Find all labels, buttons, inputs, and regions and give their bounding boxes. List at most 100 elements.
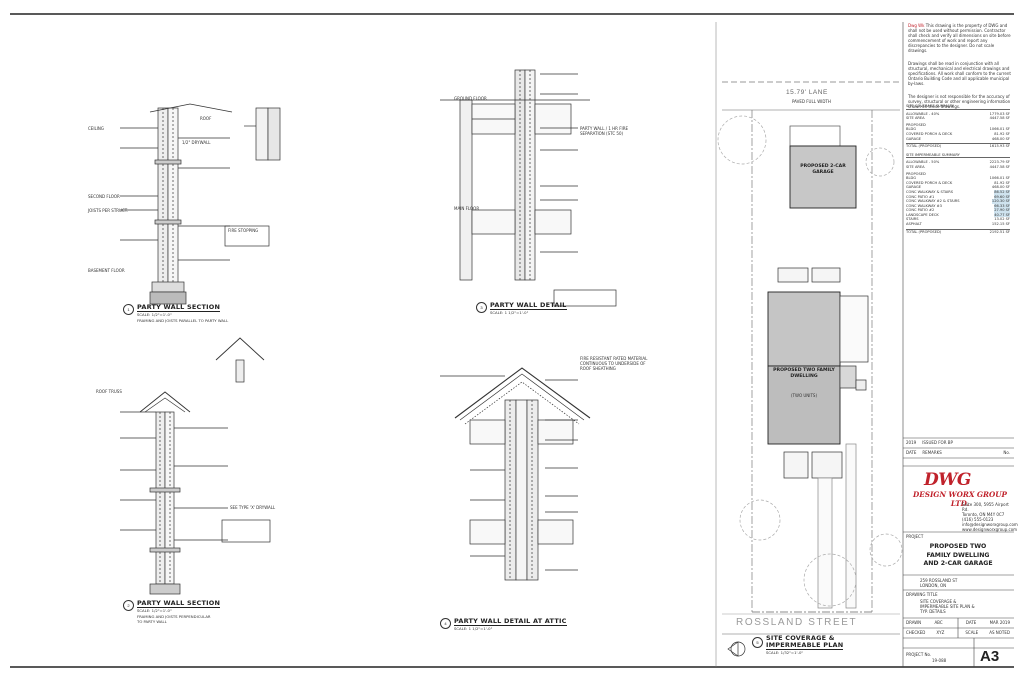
impermeable-item: SITE AREA bbox=[906, 164, 925, 169]
garage-label: PROPOSED 2-CAR GARAGE bbox=[800, 164, 846, 175]
coverage-row: PROPOSED bbox=[906, 123, 1010, 128]
detail-1-number: 1 bbox=[123, 304, 134, 315]
project-label: PROJECT bbox=[906, 534, 924, 539]
scale-value: AS NOTED bbox=[989, 630, 1010, 635]
detail-2-note: FRAMING AND JOISTS PERPENDICULAR TO PART… bbox=[137, 614, 211, 624]
revision-header: DATE REMARKS No. bbox=[906, 450, 1010, 455]
impermeable-item: LANDSCAPE DECK bbox=[906, 212, 939, 217]
coverage-summary: SITE COVERAGE SUMMARY ALLOWABLE - 40%177… bbox=[906, 104, 1010, 234]
street-label: ROSSLAND STREET bbox=[736, 617, 858, 628]
coverage-row: TOTAL (PROPOSED) 1615.93 SF bbox=[906, 143, 1010, 149]
revision-header-date: DATE bbox=[906, 450, 917, 455]
dwelling-label: PROPOSED TWO FAMILY DWELLING bbox=[773, 368, 835, 379]
impermeable-item: CONC PATIO #1 bbox=[906, 194, 935, 199]
revision-row-1: 2019 ISSUED FOR BP bbox=[906, 440, 1010, 445]
drawn-value: ABC bbox=[934, 620, 943, 625]
impermeable-row: STAIRS 13.02 SF bbox=[906, 217, 1010, 222]
detail-3-scale: SCALE: 1 1/2"=1'-0" bbox=[490, 310, 529, 315]
detail-1-note: FRAMING AND JOISTS PARALLEL TO PARTY WAL… bbox=[137, 318, 229, 323]
impermeable-item: CONC WALKWAY #2 & STAIRS bbox=[906, 199, 960, 204]
coverage-item: PROPOSED bbox=[906, 122, 926, 127]
impermeable-value: 120.30 SF bbox=[991, 199, 1010, 204]
note-paragraph-1: Dwg Wk This drawing is the property of D… bbox=[908, 23, 1011, 53]
drawn-label: DRAWN bbox=[906, 620, 922, 625]
party-wall-section-1-drawing bbox=[120, 103, 281, 305]
scale-label: SCALE bbox=[965, 630, 979, 635]
coverage-item: SITE AREA bbox=[906, 116, 925, 121]
impermeable-value: 81.92 SF bbox=[994, 180, 1010, 185]
coverage-value: 81.92 SF bbox=[994, 131, 1010, 136]
project-title: PROPOSED TWO FAMILY DWELLING AND 2-CAR G… bbox=[923, 543, 993, 567]
impermeable-item: TOTAL (PROPOSED) bbox=[906, 229, 942, 234]
project-no-value: 19-088 bbox=[932, 658, 947, 663]
impermeable-row: ALLOWABLE - 50%2223.79 SF bbox=[906, 160, 1010, 165]
firm-address: Suite 300, 5955 Airport Rd. Toronto, ON … bbox=[962, 502, 1018, 532]
impermeable-item: GARAGE bbox=[906, 185, 922, 190]
coverage-item: TOTAL (PROPOSED) bbox=[906, 144, 942, 149]
label-joist: JOISTS PER STRUCT. bbox=[88, 208, 129, 213]
impermeable-row: CONC PATIO #2 27.90 SF bbox=[906, 208, 1010, 213]
coverage-item: BLDG bbox=[906, 127, 917, 132]
label-attic-note: FIRE RESISTANT RATED MATERIAL CONTINUOUS… bbox=[580, 356, 648, 371]
impermeable-value: 13.02 SF bbox=[994, 217, 1010, 222]
detail-4-number: 4 bbox=[440, 618, 451, 629]
impermeable-value: 2192.51 SF bbox=[989, 229, 1010, 234]
firm-name: DESIGN WORX GROUP LTD. bbox=[913, 490, 1007, 508]
detail-2-scale: SCALE: 1/2"=1'-0" bbox=[137, 608, 172, 613]
impermeable-row: CONC PATIO #1 69.60 SF bbox=[906, 194, 1010, 200]
party-wall-attic-drawing bbox=[440, 367, 591, 581]
date-label: DATE bbox=[965, 620, 977, 625]
date-value: MAR 2019 bbox=[989, 620, 1010, 625]
detail-3-title: PARTY WALL DETAIL bbox=[490, 301, 567, 310]
detail-3-number: 3 bbox=[476, 302, 487, 313]
site-plan-drawing bbox=[717, 81, 903, 657]
title-block-lines bbox=[903, 437, 1014, 667]
impermeable-value: 152.15 SF bbox=[991, 222, 1010, 227]
note-paragraph-2: Drawings shall be read in conjunction wi… bbox=[908, 61, 1011, 86]
checked-row: CHECKED XYZ SCALE AS NOTED bbox=[906, 630, 1010, 635]
coverage-value: 1779.03 SF bbox=[989, 111, 1010, 116]
revision-header-remarks: REMARKS bbox=[922, 450, 942, 455]
detail-2-number: 2 bbox=[123, 600, 134, 611]
coverage-value: 1615.93 SF bbox=[989, 144, 1010, 149]
label-second-floor: SECOND FLOOR bbox=[88, 194, 120, 199]
label-drywall: 1/2" DRYWALL bbox=[182, 140, 211, 145]
project-address: 259 ROSSLAND ST LONDON, ON bbox=[920, 578, 958, 588]
coverage-value: 1066.01 SF bbox=[989, 127, 1010, 132]
note-firm-ref: Dwg Wk bbox=[908, 23, 925, 28]
impermeable-item: CONC WALKWAY #3 bbox=[906, 203, 942, 208]
party-wall-detail-drawing bbox=[440, 69, 617, 307]
impermeable-item: STAIRS bbox=[906, 217, 919, 222]
impermeable-item: CONC PATIO #2 bbox=[906, 208, 935, 213]
impermeable-row: PROPOSED bbox=[906, 172, 1010, 177]
coverage-item: COVERED PORCH & DECK bbox=[906, 131, 953, 136]
impermeable-item: BLDG bbox=[906, 176, 917, 181]
label-basement: BASEMENT FLOOR bbox=[88, 268, 125, 273]
coverage-row: ALLOWABLE - 40%1779.03 SF bbox=[906, 112, 1010, 117]
label-ceiling: CEILING bbox=[88, 126, 104, 131]
impermeable-value: 69.60 SF bbox=[994, 194, 1010, 200]
lane-sublabel: PAVED FULL WIDTH bbox=[792, 99, 831, 104]
impermeable-item: COVERED PORCH & DECK bbox=[906, 180, 953, 185]
detail-1-scale: SCALE: 1/2"=1'-0" bbox=[137, 312, 172, 317]
detail-5-title: SITE COVERAGE & bbox=[766, 634, 835, 642]
revision-remark: ISSUED FOR BP bbox=[922, 440, 953, 445]
impermeable-title: SITE IMPERMEABLE SUMMARY bbox=[906, 153, 1010, 159]
impermeable-value: 86.52 SF bbox=[994, 189, 1010, 195]
party-wall-section-2-drawing bbox=[120, 337, 271, 595]
coverage-row: COVERED PORCH & DECK 81.92 SF bbox=[906, 132, 1010, 137]
checked-value: XYZ bbox=[936, 630, 945, 635]
detail-2-title: PARTY WALL SECTION bbox=[137, 599, 221, 608]
impermeable-item: ASPHALT bbox=[906, 222, 922, 227]
impermeable-value: 27.90 SF bbox=[994, 208, 1010, 213]
